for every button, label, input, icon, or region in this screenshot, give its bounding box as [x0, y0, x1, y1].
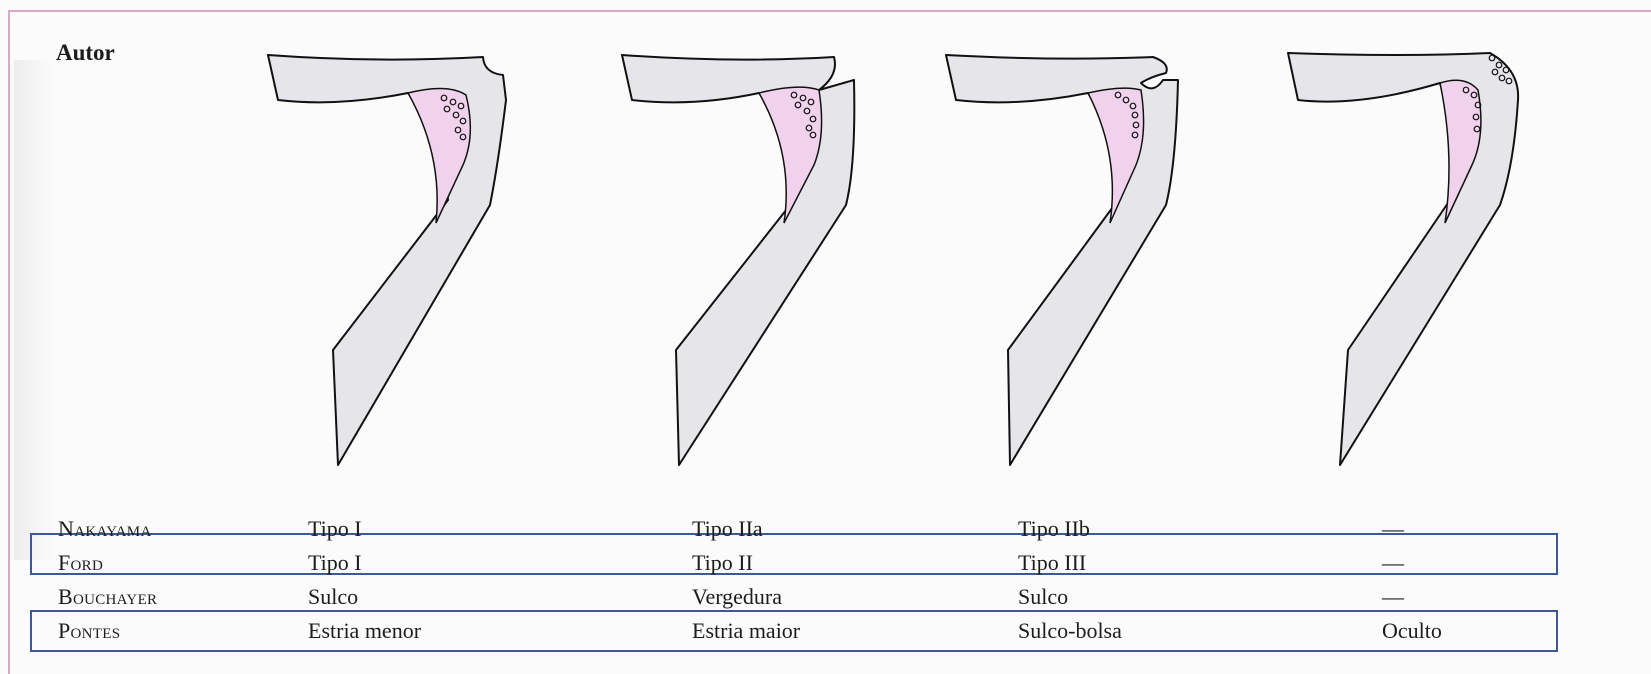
cell-nakayama-4: —: [1382, 516, 1404, 542]
cell-ford-2: Tipo II: [692, 550, 753, 576]
vocal-fold-diagram-1: [258, 45, 558, 485]
cell-ford-4: —: [1382, 550, 1404, 576]
cell-bouchayer-2: Vergedura: [692, 584, 782, 610]
vocal-fold-diagram-2: [614, 45, 914, 485]
cell-nakayama-2: Tipo IIa: [692, 516, 763, 542]
author-nakayama: Nakayama: [58, 516, 152, 542]
vocal-fold-diagram-3: [938, 45, 1238, 485]
cell-pontes-4: Oculto: [1382, 618, 1442, 644]
cell-bouchayer-1: Sulco: [308, 584, 358, 610]
cell-bouchayer-4: —: [1382, 584, 1404, 610]
cell-pontes-3: Sulco-bolsa: [1018, 618, 1122, 644]
cell-pontes-1: Estria menor: [308, 618, 421, 644]
cell-nakayama-1: Tipo I: [308, 516, 362, 542]
cell-nakayama-3: Tipo IIb: [1018, 516, 1090, 542]
cell-pontes-2: Estria maior: [692, 618, 800, 644]
cell-ford-3: Tipo III: [1018, 550, 1086, 576]
vocal-fold-diagram-4: [1280, 45, 1580, 485]
author-ford: Ford: [58, 550, 103, 576]
column-header-autor: Autor: [56, 40, 115, 66]
page-bleed-shadow: [14, 60, 54, 560]
author-pontes: Pontes: [58, 618, 120, 644]
highlight-box-ford: [30, 533, 1558, 575]
fold-tissue: [1288, 53, 1518, 465]
cell-ford-1: Tipo I: [308, 550, 362, 576]
cell-bouchayer-3: Sulco: [1018, 584, 1068, 610]
author-bouchayer: Bouchayer: [58, 584, 157, 610]
